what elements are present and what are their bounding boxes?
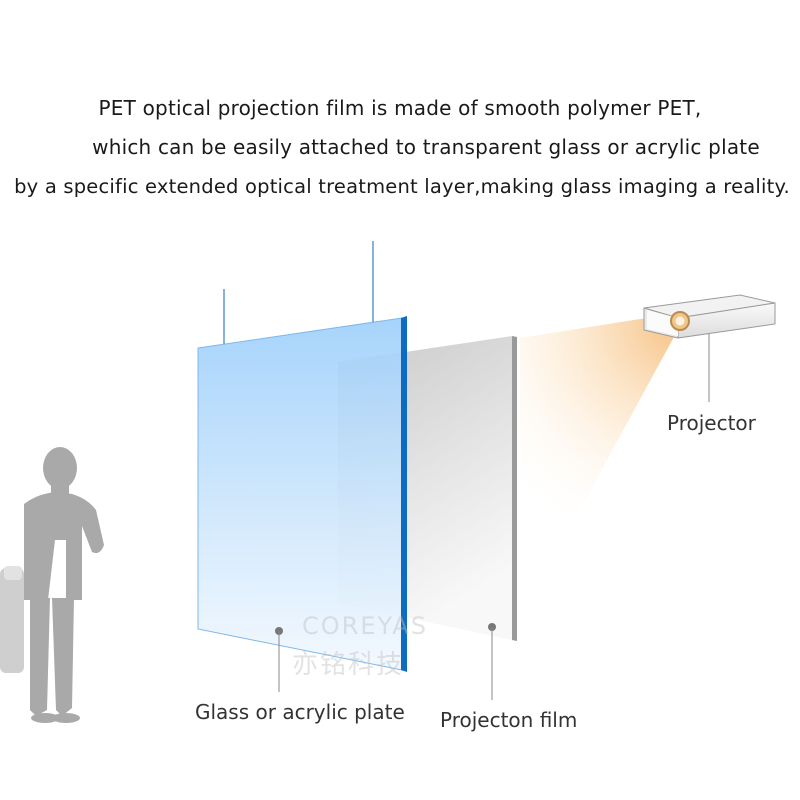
pointer-projector [705, 323, 713, 402]
headline-line-3: by a specific extended optical treatment… [14, 175, 790, 198]
headline-line-2: which can be easily attached to transpar… [92, 135, 760, 159]
watermark-latin: COREYAS [302, 612, 428, 640]
label-projection-film: Projecton film [440, 708, 578, 732]
projector-icon [643, 294, 776, 339]
person-silhouette [0, 447, 104, 723]
label-projector: Projector [667, 411, 756, 435]
label-glass-plate: Glass or acrylic plate [195, 700, 405, 724]
watermark-cjk: 亦铭科技 [292, 650, 405, 680]
glass-plate [197, 241, 407, 672]
projection-beam [520, 314, 675, 620]
pointer-glass [275, 627, 283, 692]
pointer-film [488, 623, 496, 700]
headline-line-1: PET optical projection film is made of s… [98, 96, 702, 120]
